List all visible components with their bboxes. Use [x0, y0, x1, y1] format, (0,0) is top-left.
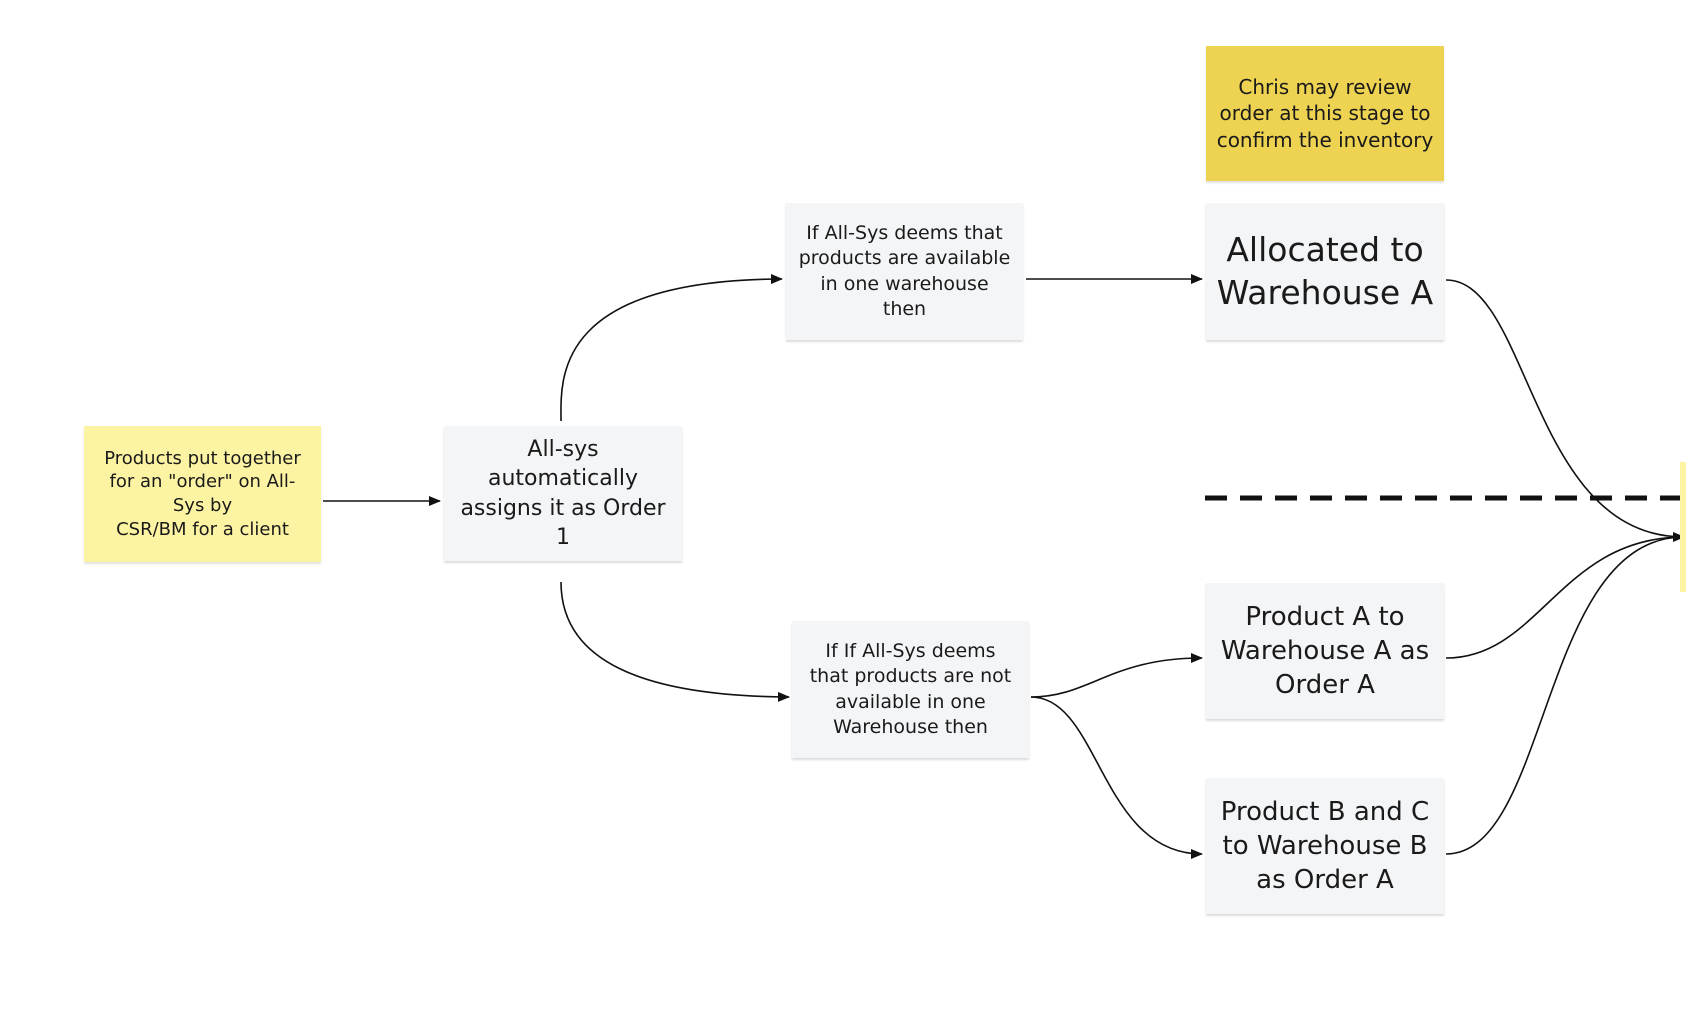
connector-not-one-to-product-a [1030, 653, 1203, 698]
connector-allocated-to-edge [1445, 279, 1685, 542]
product-a-card-text: Product A to Warehouse A as Order A [1220, 601, 1430, 701]
not-one-warehouse-card-text: If If All-Sys deems that products are no… [809, 640, 1012, 738]
start-sticky-note-text: Products put together for an "order" on … [104, 447, 301, 540]
connector-product-bc-to-edge [1445, 536, 1685, 855]
chris-review-sticky-note-text: Chris may review order at this stage to … [1216, 74, 1434, 152]
one-warehouse-card[interactable]: If All-Sys deems that products are avail… [786, 203, 1023, 340]
chris-review-sticky-note[interactable]: Chris may review order at this stage to … [1206, 46, 1444, 181]
one-warehouse-card-text: If All-Sys deems that products are avail… [798, 222, 1011, 320]
not-one-warehouse-card[interactable]: If If All-Sys deems that products are no… [792, 621, 1029, 758]
connector-assign-to-one-warehouse [560, 274, 783, 422]
allocated-warehouse-a-card[interactable]: Allocated to Warehouse A [1206, 203, 1444, 340]
connector-not-one-to-product-bc [1030, 696, 1203, 859]
allocated-warehouse-a-card-text: Allocated to Warehouse A [1216, 229, 1434, 312]
start-sticky-note[interactable]: Products put together for an "order" on … [84, 426, 321, 562]
auto-assign-card[interactable]: All-sys automatically assigns it as Orde… [444, 426, 682, 561]
offscreen-sticky-note-edge[interactable] [1680, 462, 1686, 592]
auto-assign-card-text: All-sys automatically assigns it as Orde… [460, 437, 666, 550]
product-a-card[interactable]: Product A to Warehouse A as Order A [1206, 583, 1444, 719]
product-bc-card-text: Product B and C to Warehouse B as Order … [1220, 796, 1430, 896]
product-bc-card[interactable]: Product B and C to Warehouse B as Order … [1206, 778, 1444, 914]
connector-product-a-to-edge [1445, 536, 1685, 659]
connector-assign-to-not-one-warehouse [560, 581, 790, 702]
